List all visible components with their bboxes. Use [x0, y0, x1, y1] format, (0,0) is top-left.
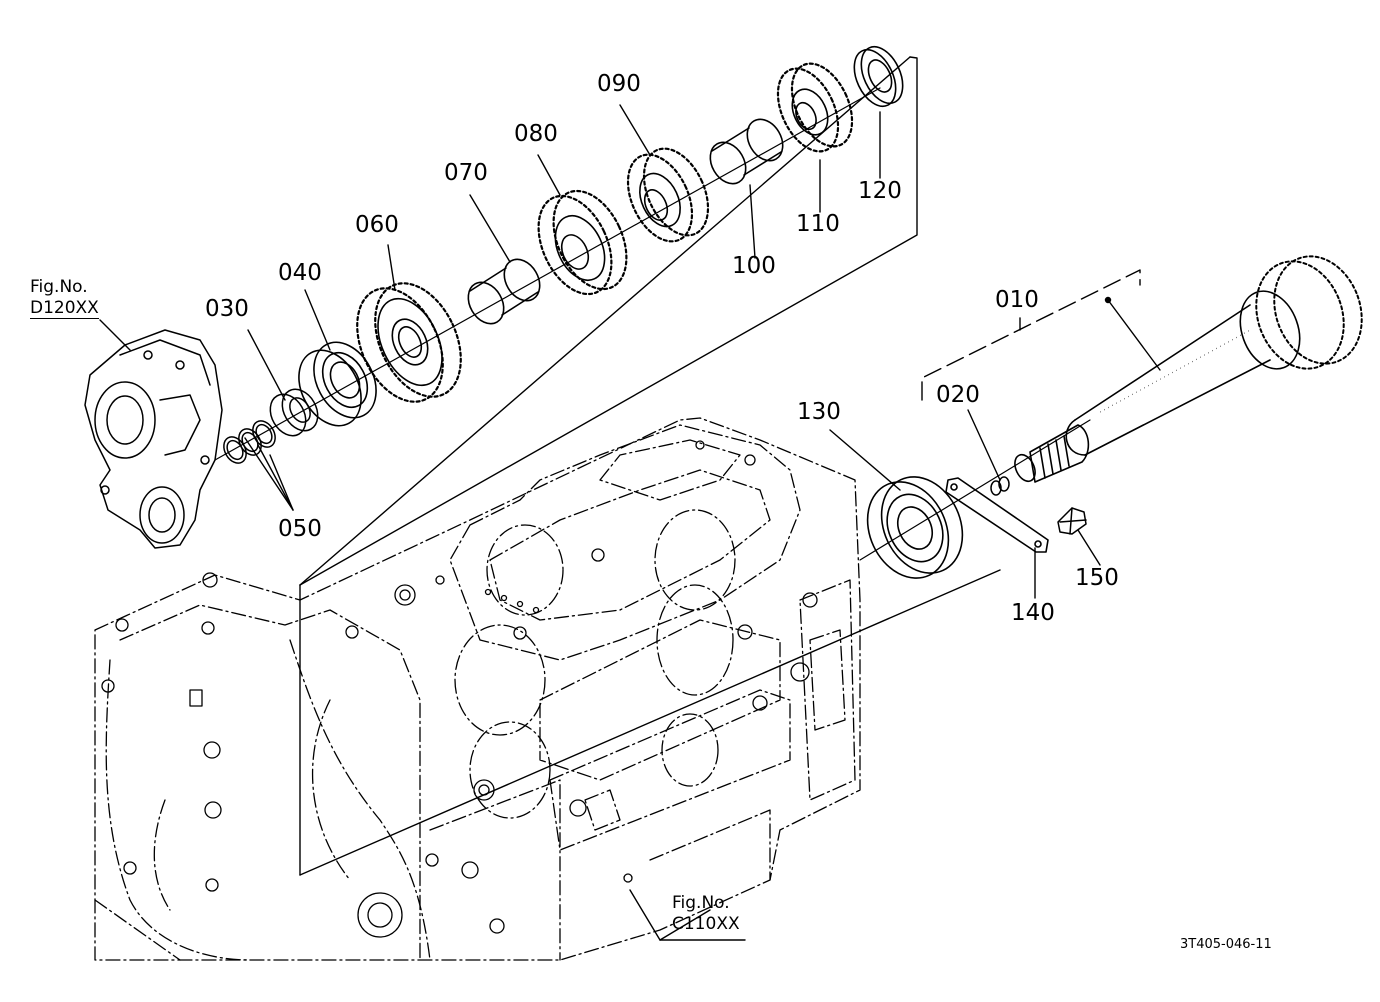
bushing-100 [709, 118, 784, 185]
ref-fig-c110xx-code: C110XX [672, 914, 740, 935]
ref-fig-c110xx-prefix: Fig.No. [672, 893, 730, 913]
label-part-040[interactable]: 040 [278, 260, 322, 286]
gear-080 [537, 189, 628, 296]
label-part-070[interactable]: 070 [444, 160, 488, 186]
ball-bearing-rear [866, 476, 964, 579]
shaft-axis-lines [214, 87, 1091, 561]
bearing-housing [84, 329, 223, 549]
collar [269, 388, 319, 437]
label-part-120[interactable]: 120 [858, 178, 902, 204]
leader-lines [99, 104, 1161, 941]
label-part-100[interactable]: 100 [732, 253, 776, 279]
assembly-frame-lines [299, 56, 1141, 876]
figure-id: 3T405-046-11 [1180, 937, 1272, 952]
gear-110 [776, 62, 854, 153]
case-bolt-holes [101, 440, 818, 938]
label-part-140[interactable]: 140 [1011, 600, 1055, 626]
ball-bearing-front [298, 341, 377, 427]
ref-fig-d120xx-code: D120XX [30, 298, 99, 320]
label-part-050[interactable]: 050 [278, 516, 322, 542]
ref-fig-c110xx[interactable]: Fig.No. C110XX [672, 893, 740, 936]
label-part-090[interactable]: 090 [597, 71, 641, 97]
snap-rings [223, 420, 276, 464]
gear-060 [356, 282, 462, 403]
label-part-060[interactable]: 060 [355, 212, 399, 238]
label-part-150[interactable]: 150 [1075, 565, 1119, 591]
retainer-plate [945, 477, 1049, 553]
ref-fig-d120xx[interactable]: Fig.No. D120XX [30, 277, 99, 320]
gear-090 [626, 147, 710, 243]
label-part-010[interactable]: 010 [995, 287, 1039, 313]
label-part-080[interactable]: 080 [514, 121, 558, 147]
label-part-020[interactable]: 020 [936, 382, 980, 408]
label-part-130[interactable]: 130 [797, 399, 841, 425]
bushing-070 [467, 258, 541, 325]
ref-fig-d120xx-prefix: Fig.No. [30, 277, 88, 297]
transmission-case [94, 417, 861, 961]
label-part-110[interactable]: 110 [796, 211, 840, 237]
bolt-150 [1057, 507, 1087, 535]
main-shaft [1014, 255, 1363, 483]
pin-020 [990, 476, 1010, 496]
label-part-030[interactable]: 030 [205, 296, 249, 322]
washer-120 [853, 45, 904, 108]
